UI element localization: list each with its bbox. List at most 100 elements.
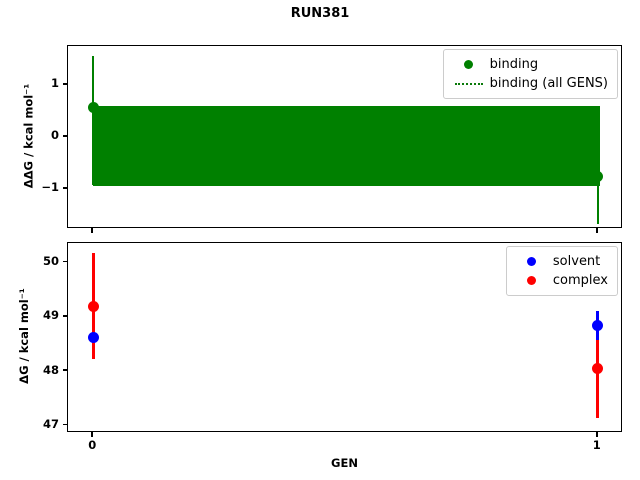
binding-all-gens-line: [321, 106, 323, 186]
binding-all-gens-line: [583, 106, 585, 186]
binding-all-gens-line: [533, 106, 535, 186]
binding-all-gens-line: [301, 106, 303, 186]
binding-all-gens-line: [96, 106, 98, 186]
binding-all-gens-line: [491, 106, 493, 186]
binding-all-gens-line: [497, 106, 499, 186]
binding-all-gens-line: [287, 106, 289, 186]
binding-all-gens-line: [330, 106, 332, 186]
binding-all-gens-line: [194, 106, 196, 186]
binding-all-gens-line: [220, 106, 222, 186]
binding-all-gens-line: [595, 106, 597, 186]
binding-all-gens-line: [474, 106, 476, 186]
binding-all-gens-line: [540, 106, 542, 186]
binding-all-gens-line: [218, 106, 220, 186]
binding-all-gens-line: [229, 106, 231, 186]
binding-all-gens-line: [550, 106, 552, 186]
binding-all-gens-line: [104, 106, 106, 186]
binding-all-gens-line: [253, 106, 255, 186]
binding-all-gens-line: [269, 106, 271, 186]
binding-all-gens-line: [403, 106, 405, 186]
binding-all-gens-line: [377, 106, 379, 186]
binding-all-gens-line: [320, 106, 322, 186]
binding-all-gens-line: [539, 106, 541, 186]
binding-all-gens-line: [144, 106, 146, 186]
binding-all-gens-line: [265, 106, 267, 186]
binding-all-gens-line: [272, 106, 274, 186]
binding-all-gens-line: [544, 106, 546, 186]
binding-all-gens-line: [109, 106, 111, 186]
binding-all-gens-line: [275, 106, 277, 186]
binding-all-gens-line: [164, 106, 166, 186]
binding-all-gens-line: [282, 106, 284, 186]
bottom-legend: solvent complex: [505, 246, 618, 296]
binding-all-gens-line: [327, 106, 329, 186]
binding-all-gens-line: [270, 106, 272, 186]
binding-all-gens-line: [558, 106, 560, 186]
binding-all-gens-line: [170, 106, 172, 186]
binding-all-gens-line: [262, 106, 264, 186]
binding-all-gens-line: [107, 106, 109, 186]
binding-all-gens-line: [440, 106, 442, 186]
binding-all-gens-line: [178, 106, 180, 186]
binding-all-gens-line: [110, 106, 112, 186]
binding-all-gens-line: [332, 106, 334, 186]
binding-all-gens-line: [133, 106, 135, 186]
binding-all-gens-line: [278, 106, 280, 186]
binding-all-gens-line: [271, 106, 273, 186]
binding-all-gens-line: [573, 106, 575, 186]
binding-all-gens-line: [506, 106, 508, 186]
binding-all-gens-line: [157, 106, 159, 186]
binding-all-gens-line: [399, 106, 401, 186]
binding-all-gens-line: [232, 106, 234, 186]
binding-all-gens-line: [485, 106, 487, 186]
binding-all-gens-line: [441, 106, 443, 186]
binding-all-gens-line: [500, 106, 502, 186]
binding-all-gens-line: [414, 106, 416, 186]
binding-all-gens-line: [167, 106, 169, 186]
binding-all-gens-line: [247, 106, 249, 186]
binding-all-gens-line: [204, 106, 206, 186]
legend-label-solvent: solvent: [552, 254, 601, 269]
binding-all-gens-line: [219, 106, 221, 186]
complex-marker-icon: [515, 276, 549, 285]
binding-all-gens-line: [241, 106, 243, 186]
binding-all-gens-line: [226, 106, 228, 186]
binding-all-gens-line: [445, 106, 447, 186]
binding-all-gens-line: [450, 106, 452, 186]
binding-all-gens-line: [201, 106, 203, 186]
binding-all-gens-line: [347, 106, 349, 186]
binding-all-gens-line: [358, 106, 360, 186]
binding-all-gens-line: [357, 106, 359, 186]
binding-all-gens-line: [516, 106, 518, 186]
legend-label-binding: binding: [489, 57, 539, 72]
binding-all-gens-line: [585, 106, 587, 186]
y-tick-label: 50: [42, 254, 59, 269]
binding-all-gens-line: [523, 106, 525, 186]
binding-all-gens-line: [476, 106, 478, 186]
y-tick-mark: [62, 83, 67, 85]
binding-all-gens-line: [587, 106, 589, 186]
binding-all-gens-line: [409, 106, 411, 186]
legend-item-binding-all-gens: binding (all GENS): [452, 74, 608, 93]
binding-all-gens-line: [379, 106, 381, 186]
top-y-axis-label: ΔΔG / kcal mol⁻¹: [21, 83, 35, 188]
binding-all-gens-line: [541, 106, 543, 186]
binding-all-gens-line: [434, 106, 436, 186]
binding-all-gens-line: [166, 106, 168, 186]
binding-all-gens-line: [233, 106, 235, 186]
binding-all-gens-line: [319, 106, 321, 186]
top-plot-panel: binding binding (all GENS): [67, 45, 622, 228]
binding-all-gens-line: [161, 106, 163, 186]
bottom-plot-panel: solvent complex: [67, 242, 622, 432]
binding-all-gens-line: [478, 106, 480, 186]
binding-all-gens-line: [361, 106, 363, 186]
binding-all-gens-line: [333, 106, 335, 186]
binding-all-gens-line: [211, 106, 213, 186]
binding-all-gens-line: [495, 106, 497, 186]
binding-all-gens-line: [214, 106, 216, 186]
binding-all-gens-line: [318, 106, 320, 186]
binding-all-gens-line: [472, 106, 474, 186]
binding-all-gens-line: [505, 106, 507, 186]
binding-all-gens-line: [427, 106, 429, 186]
x-tick-label: 0: [88, 438, 97, 452]
